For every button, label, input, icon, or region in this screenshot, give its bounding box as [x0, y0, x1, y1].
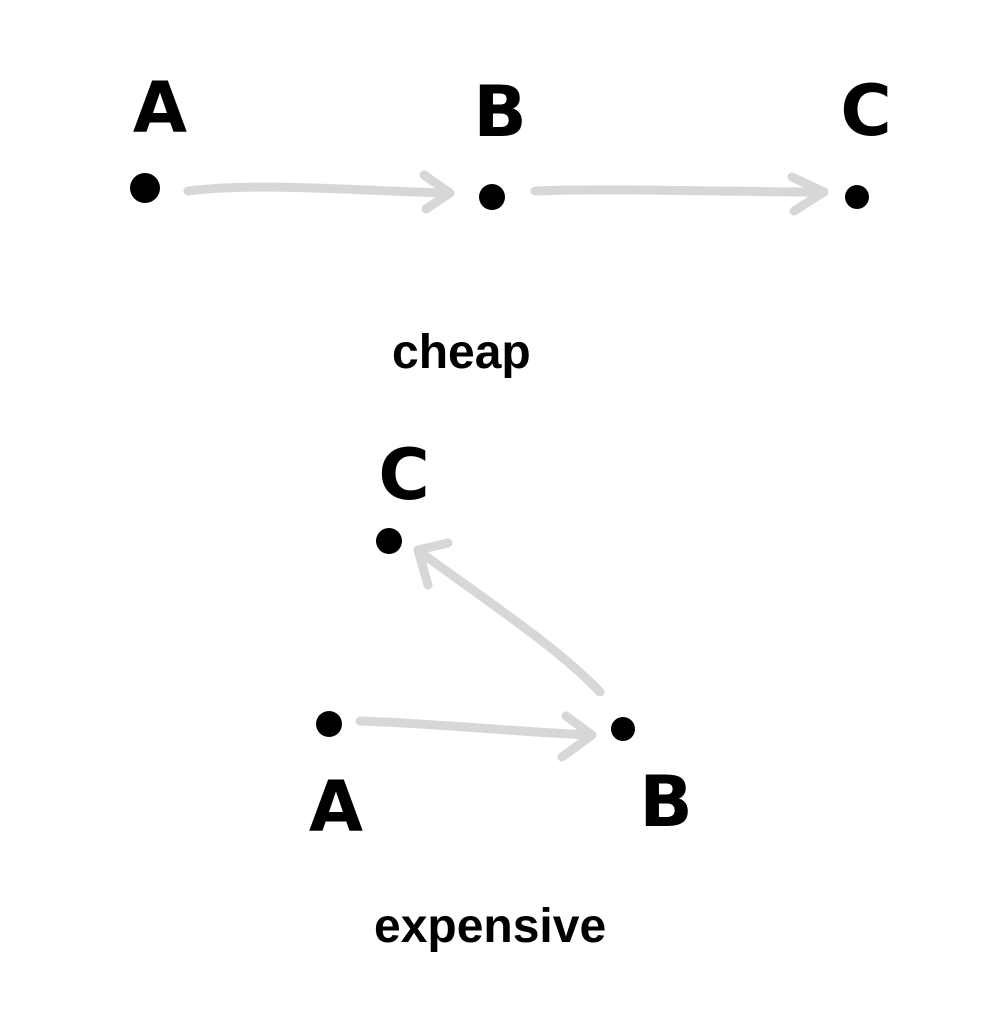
cheap-node-a-label: A	[133, 67, 187, 149]
expensive-node-c	[376, 528, 402, 554]
expensive-edge-a-to-b	[355, 711, 597, 762]
expensive-panel: C A B expensive	[309, 434, 693, 953]
expensive-caption: expensive	[374, 900, 606, 953]
cheap-panel: A B C cheap	[130, 67, 892, 379]
cheap-node-b	[479, 184, 505, 210]
cheap-edge-b-to-c	[530, 172, 829, 216]
expensive-edge-b-to-c	[413, 538, 605, 697]
cheap-edge-a-to-b	[183, 170, 455, 214]
expensive-node-c-label: C	[378, 434, 429, 516]
cheap-node-a	[130, 173, 160, 203]
expensive-node-b-label: B	[639, 761, 692, 843]
cheap-node-b-label: B	[473, 71, 526, 153]
expensive-node-a-label: A	[309, 766, 363, 848]
expensive-node-a	[316, 711, 342, 737]
cheap-node-c-label: C	[840, 70, 891, 152]
expensive-node-b	[611, 717, 635, 741]
cheap-caption: cheap	[392, 326, 531, 379]
cheap-node-c	[845, 185, 869, 209]
